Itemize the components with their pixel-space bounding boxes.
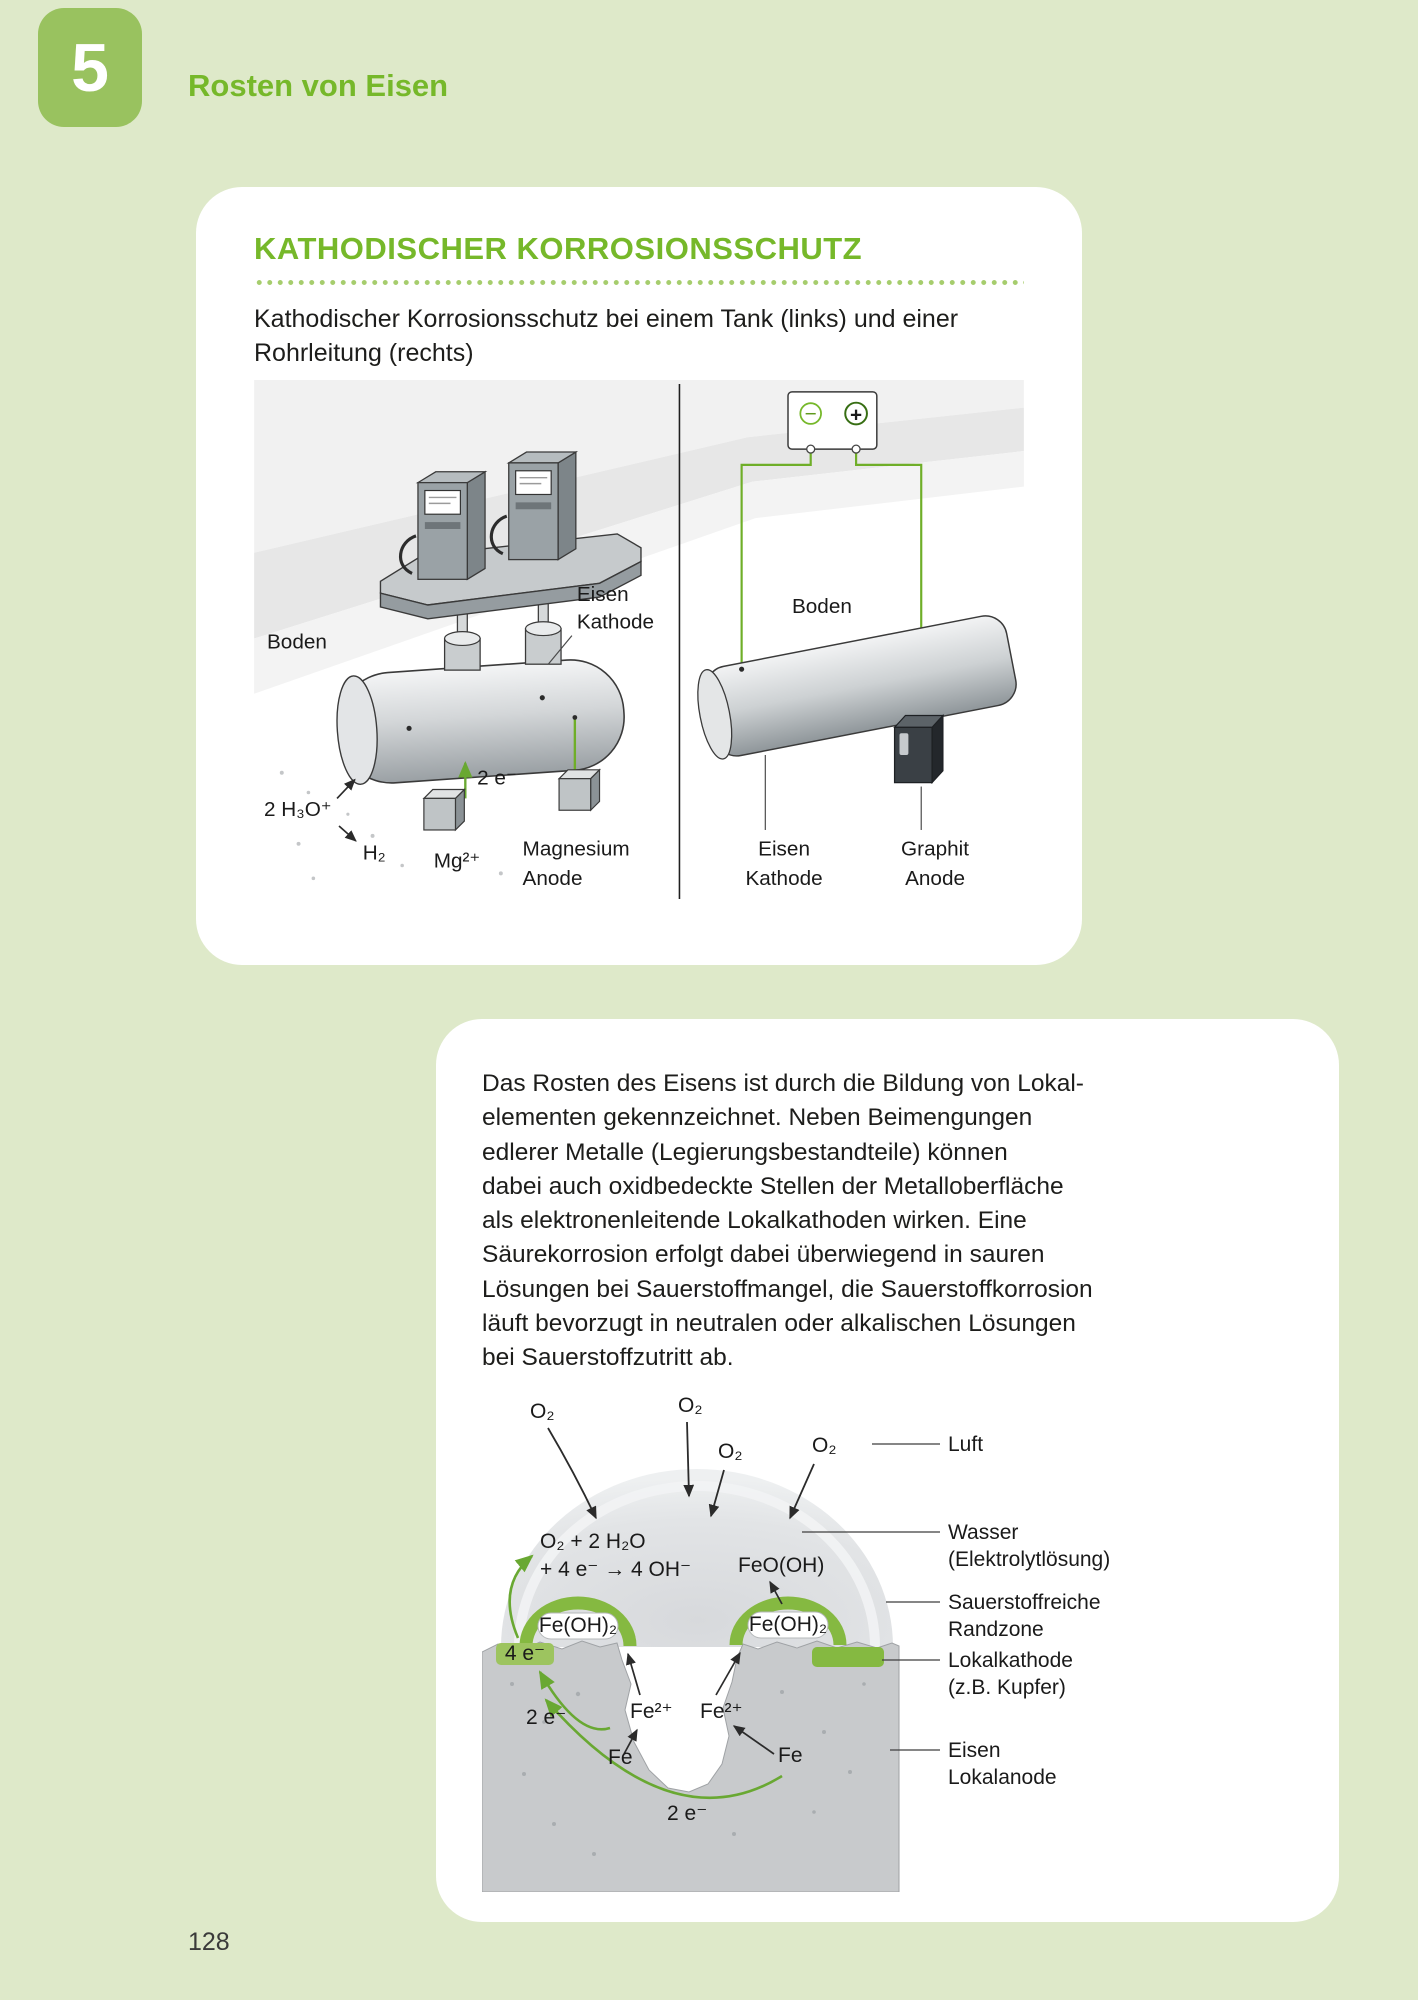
- cathode-patch-left: [496, 1642, 554, 1665]
- label-magnesium-2: Anode: [523, 867, 583, 890]
- label-h3o: 2 H₃O⁺: [264, 798, 332, 821]
- label-pointer-eisen-kathode: [547, 635, 573, 665]
- label-eisen-kathode-2: Kathode: [577, 611, 654, 634]
- label-feooh: FeO(OH): [738, 1554, 824, 1577]
- label-randzone-2: Randzone: [948, 1618, 1044, 1641]
- minus-terminal-icon: [799, 402, 822, 425]
- fe2-arrow-right: [715, 1651, 741, 1696]
- card1-title: KATHODISCHER KORROSIONSSCHUTZ: [254, 231, 863, 266]
- chapter-number: 5: [71, 29, 109, 106]
- label-boden-left: Boden: [267, 630, 327, 653]
- magnesium-cube-right: [557, 768, 601, 812]
- label-eisen-right-1: Eisen: [758, 838, 810, 861]
- label-lokalanode-1: Eisen: [948, 1739, 1001, 1762]
- rust-arch-left: [519, 1596, 637, 1646]
- legend-pointers: [802, 1443, 940, 1751]
- label-4e: 4 e⁻: [505, 1642, 545, 1665]
- rosten-card: Das Rosten des Eisens ist durch die Bild…: [436, 1019, 1339, 1922]
- chapter-title: Rosten von Eisen: [188, 68, 449, 103]
- iron-pipe: [697, 615, 1017, 760]
- h3o-arrow: [336, 778, 356, 799]
- fe-arrow-left: [623, 1728, 638, 1755]
- fe-arrow-right: [732, 1724, 775, 1755]
- electron-arrow-upper: [538, 1669, 611, 1731]
- korrosionsschutz-card: KATHODISCHER KORROSIONSSCHUTZ Kathodisch…: [196, 187, 1082, 965]
- label-o2-2: O₂: [678, 1394, 703, 1417]
- o2-arrow-1: [547, 1427, 597, 1519]
- wire-plus: [855, 453, 923, 720]
- electron-arrow-lower: [544, 1698, 783, 1799]
- iron-speckles: [510, 1681, 866, 1856]
- magnesium-cube-left: [422, 788, 466, 832]
- label-reaction-2: + 4 e⁻ → 4 OH⁻: [540, 1558, 691, 1581]
- label-2e: 2 e⁻: [477, 767, 517, 790]
- card1-caption: Kathodischer Korrosionsschutz bei einem …: [254, 305, 959, 367]
- label-graphit-2: Anode: [905, 867, 965, 890]
- label-o2-3: O₂: [718, 1440, 743, 1463]
- page-number: 128: [188, 1928, 230, 1956]
- graphite-anode-block: [893, 713, 945, 785]
- label-eisen-right-2: Kathode: [745, 867, 822, 890]
- label-o2-4: O₂: [812, 1434, 837, 1457]
- plus-sign: +: [850, 403, 862, 426]
- chapter-badge: 5: [38, 8, 142, 127]
- pipeline-scene: − +: [697, 391, 1017, 890]
- card2-paragraph: Das Rosten des Eisens ist durch die Bild…: [482, 1070, 1093, 1372]
- cathode-patch-right: [812, 1646, 884, 1667]
- label-boden-right: Boden: [792, 595, 852, 618]
- feoh2-pill-right: Fe(OH)₂: [747, 1611, 829, 1639]
- tank-scene: Boden Eisen Kathode 2 H₃O⁺ H₂ 2 e⁻ Mg²⁺ …: [264, 450, 654, 890]
- label-fe-right: Fe: [778, 1744, 803, 1767]
- o2-arrow-4: [789, 1463, 815, 1519]
- label-magnesium-1: Magnesium: [523, 838, 630, 861]
- label-fe-left: Fe: [608, 1746, 633, 1769]
- label-lokalanode-2: Lokalanode: [948, 1766, 1057, 1789]
- label-2e-lower: 2 e⁻: [667, 1802, 707, 1825]
- label-2e-upper: 2 e⁻: [526, 1706, 566, 1729]
- label-fe2-left: Fe²⁺: [630, 1700, 673, 1723]
- power-supply: − +: [787, 391, 878, 454]
- dotted-rule: [254, 279, 1024, 286]
- o2-arrow-3: [708, 1469, 725, 1518]
- station-platform: [379, 533, 642, 620]
- fe2-arrow-left: [626, 1652, 641, 1695]
- h2-arrow: [338, 825, 357, 842]
- label-fe2-right: Fe²⁺: [700, 1700, 743, 1723]
- feoh2-pill-left: Fe(OH)₂: [537, 1612, 619, 1640]
- label-graphit-1: Graphit: [901, 838, 969, 861]
- label-mg: Mg²⁺: [434, 849, 481, 872]
- label-lokalkathode-1: Lokalkathode: [948, 1649, 1073, 1672]
- label-reaction-1: O₂ + 2 H₂O: [540, 1530, 646, 1553]
- fuel-pump-left: [399, 470, 488, 581]
- wire-junction-dot: [572, 715, 578, 720]
- label-o2-1: O₂: [530, 1400, 555, 1423]
- korrosionsschutz-diagram: Boden Eisen Kathode 2 H₃O⁺ H₂ 2 e⁻ Mg²⁺ …: [254, 380, 1024, 900]
- plus-terminal-icon: [844, 401, 868, 426]
- label-feoh2-right: Fe(OH)₂: [749, 1613, 827, 1636]
- label-h2: H₂: [363, 842, 386, 865]
- fuel-pump-right: [489, 450, 579, 561]
- label-wasser-1: Wasser: [948, 1521, 1018, 1544]
- iron-surface: [482, 1640, 900, 1892]
- label-randzone-1: Sauerstoffreiche: [948, 1591, 1101, 1614]
- oxygen-rich-rim: [514, 1480, 880, 1647]
- lokalelement-diagram: Fe(OH)₂ Fe(OH)₂ O₂ O₂ O₂ O₂ O₂ + 2 H₂O +…: [482, 1394, 1110, 1892]
- label-luft: Luft: [948, 1433, 983, 1456]
- rust-arch-right: [729, 1596, 847, 1646]
- label-eisen-kathode-1: Eisen: [577, 583, 629, 606]
- o2-arrow-2: [683, 1421, 695, 1498]
- label-wasser-2: (Elektrolytlösung): [948, 1548, 1110, 1571]
- storage-tank: [336, 621, 625, 785]
- minus-sign: −: [805, 402, 817, 425]
- label-feoh2-left: Fe(OH)₂: [539, 1614, 617, 1637]
- label-lokalkathode-2: (z.B. Kupfer): [948, 1676, 1066, 1699]
- wire-minus: [740, 453, 812, 672]
- electron-arrow-cathode: [508, 1554, 534, 1639]
- feooh-arrow: [769, 1580, 783, 1605]
